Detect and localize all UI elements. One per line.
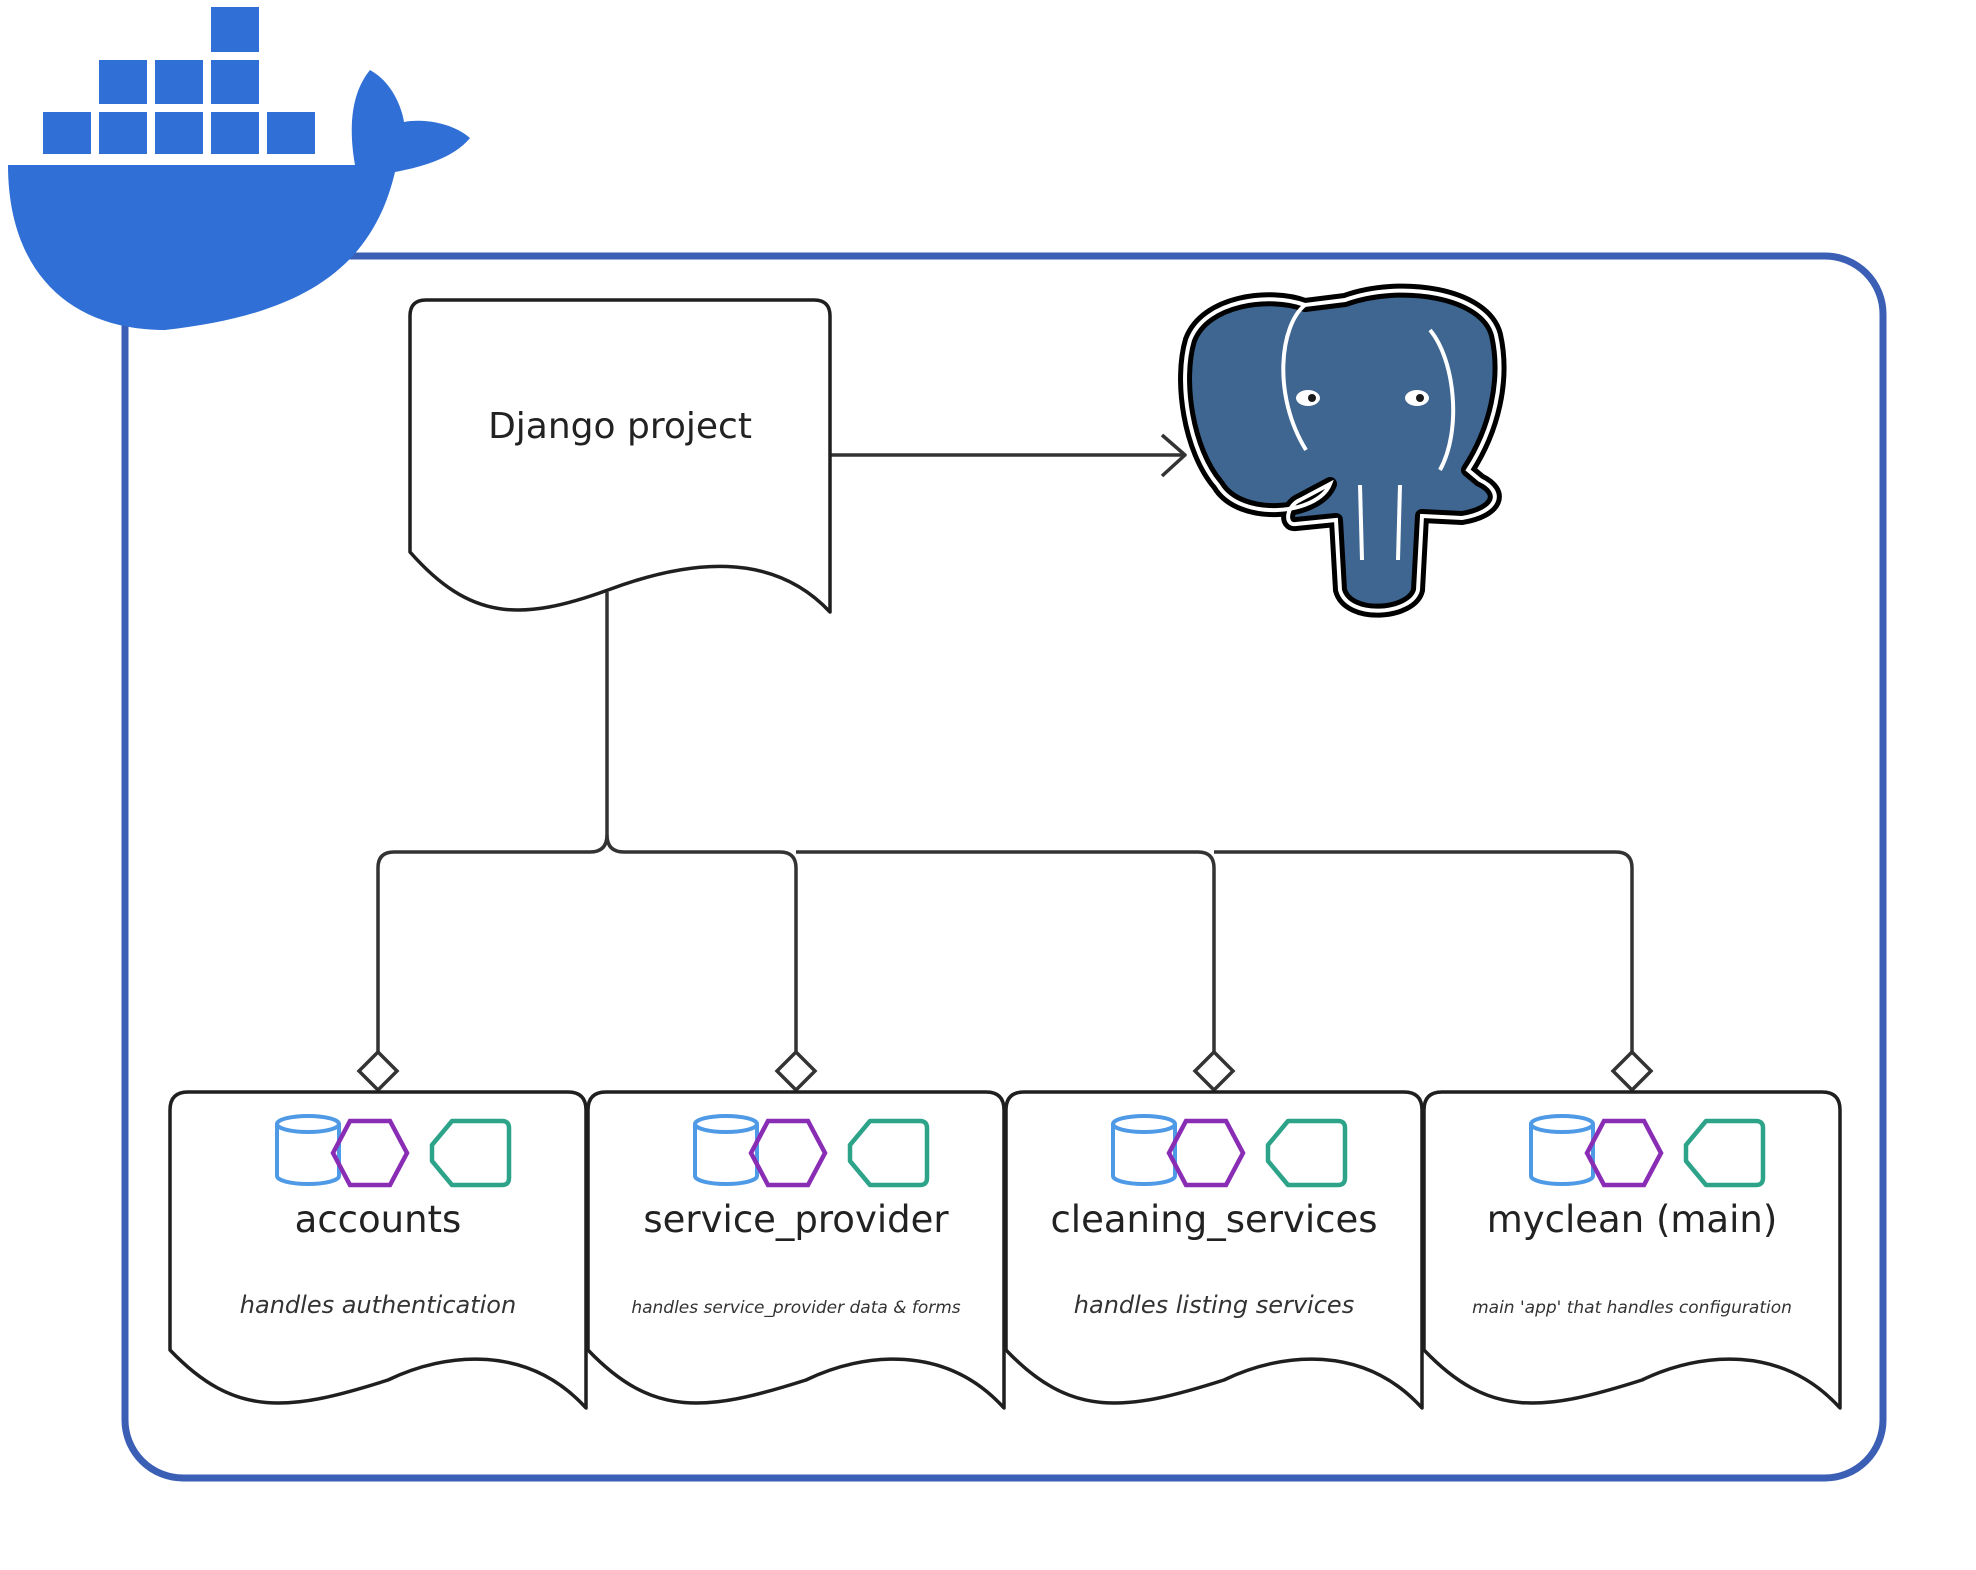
hexagon-icon (748, 1118, 828, 1188)
app-name: service_provider (643, 1198, 949, 1241)
app-name: cleaning_services (1050, 1198, 1377, 1241)
app-description: main 'app' that handles configuration (1472, 1298, 1792, 1318)
app-name: myclean (main) (1487, 1198, 1778, 1241)
database-cylinder-icon (274, 1114, 341, 1186)
app-connector-tree (356, 592, 1654, 1093)
app-document-shape (586, 1090, 1006, 1410)
app-document-shape (1004, 1090, 1424, 1410)
django-project-node: Django project (408, 298, 832, 614)
database-cylinder-icon (1528, 1114, 1595, 1186)
docker-container-boundary (121, 252, 1887, 1482)
hexagon-icon (1166, 1118, 1246, 1188)
app-document-shape (168, 1090, 588, 1410)
app-node: myclean (main) main 'app' that handles co… (1422, 1090, 1842, 1410)
database-cylinder-icon (1110, 1114, 1177, 1186)
app-document-shape (1422, 1090, 1842, 1410)
app-icons (274, 1114, 512, 1188)
hexagon-icon (330, 1118, 410, 1188)
hexagon-icon (1584, 1118, 1664, 1188)
app-icons (1528, 1114, 1766, 1188)
tag-shape-icon (1265, 1118, 1348, 1188)
app-icons (1110, 1114, 1348, 1188)
tag-shape-icon (1683, 1118, 1766, 1188)
app-description: handles service_provider data & forms (631, 1298, 960, 1318)
postgresql-elephant-icon (1178, 283, 1507, 618)
app-description: handles authentication (240, 1291, 516, 1319)
app-icons (692, 1114, 930, 1188)
database-cylinder-icon (692, 1114, 759, 1186)
app-node: accounts handles authentication (168, 1090, 588, 1410)
tag-shape-icon (847, 1118, 930, 1188)
docker-whale-icon (8, 7, 470, 330)
app-description: handles listing services (1074, 1291, 1354, 1319)
db-connection-arrow (830, 433, 1187, 478)
app-name: accounts (295, 1198, 462, 1241)
app-nodes: accounts handles authentication service_pr… (168, 1090, 1842, 1410)
tag-shape-icon (429, 1118, 512, 1188)
django-project-label: Django project (488, 406, 752, 447)
